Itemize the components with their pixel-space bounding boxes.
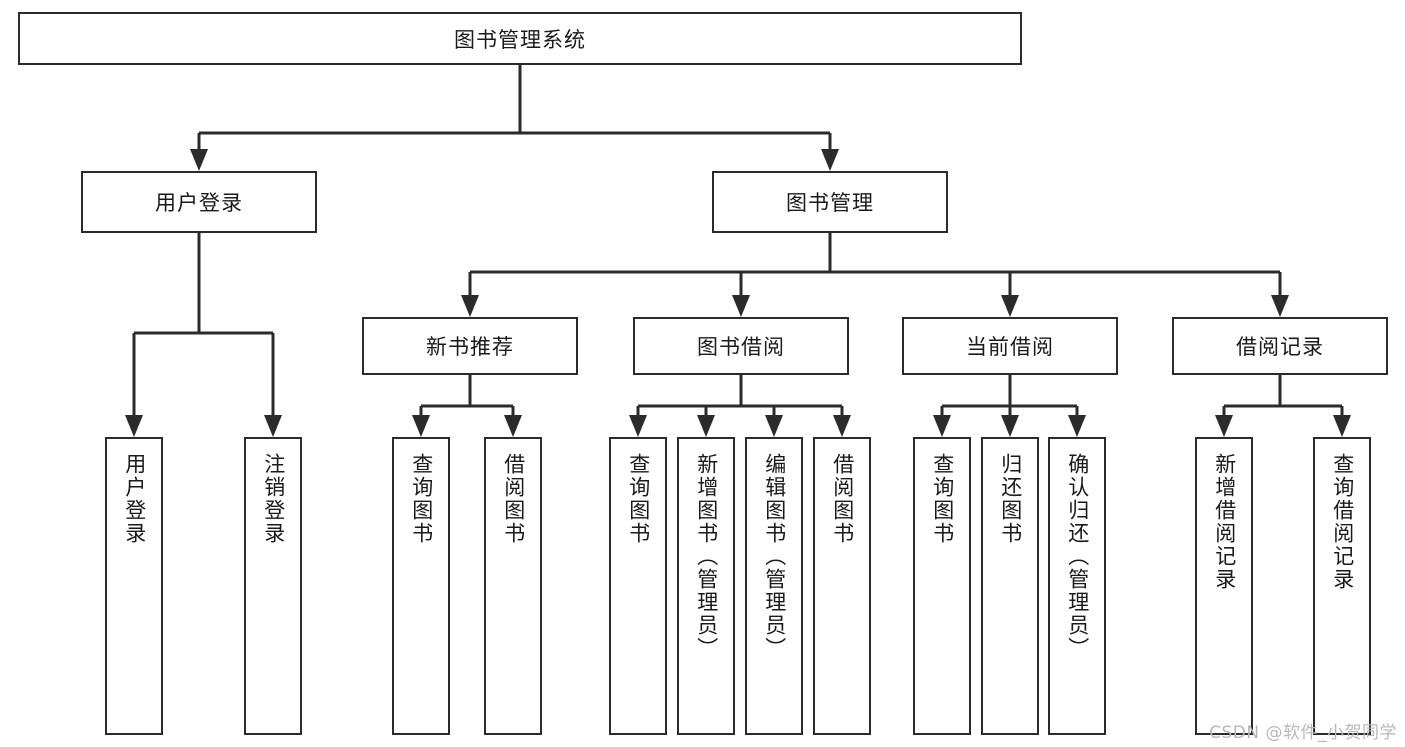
node-leaf11[interactable]: 确认归还（管理员） xyxy=(1048,437,1106,735)
node-label: 用户登录 xyxy=(155,191,243,215)
arrowhead-borrow-0 xyxy=(629,415,647,437)
node-leaf7[interactable]: 编辑图书（管理员） xyxy=(745,437,803,735)
node-current[interactable]: 当前借阅 xyxy=(902,317,1118,375)
arrowhead-records-1 xyxy=(1333,415,1351,437)
node-root[interactable]: 图书管理系统 xyxy=(18,12,1022,65)
arrowhead-current-0 xyxy=(933,415,951,437)
arrowhead-login-1 xyxy=(264,415,282,437)
node-label: 新增借阅记录 xyxy=(1212,453,1237,591)
arrowhead-bookmgmt-0 xyxy=(461,295,479,317)
node-label: 新增图书（管理员） xyxy=(694,453,719,660)
node-leaf9[interactable]: 查询图书 xyxy=(913,437,971,735)
arrowhead-newbook-0 xyxy=(412,415,430,437)
node-bookmgmt[interactable]: 图书管理 xyxy=(712,171,948,233)
node-login[interactable]: 用户登录 xyxy=(81,171,317,233)
arrowhead-current-2 xyxy=(1068,415,1086,437)
node-leaf13[interactable]: 查询借阅记录 xyxy=(1313,437,1371,735)
arrowhead-root-1 xyxy=(821,149,839,171)
node-label: 查询图书 xyxy=(626,453,651,545)
arrowhead-bookmgmt-2 xyxy=(1001,295,1019,317)
node-label: 查询图书 xyxy=(409,453,434,545)
node-records[interactable]: 借阅记录 xyxy=(1172,317,1388,375)
node-leaf4[interactable]: 借阅图书 xyxy=(484,437,542,735)
arrowhead-newbook-1 xyxy=(504,415,522,437)
node-newbook[interactable]: 新书推荐 xyxy=(362,317,578,375)
node-borrow[interactable]: 图书借阅 xyxy=(633,317,849,375)
arrowhead-borrow-3 xyxy=(833,415,851,437)
node-leaf5[interactable]: 查询图书 xyxy=(609,437,667,735)
arrowhead-bookmgmt-3 xyxy=(1271,295,1289,317)
node-label: 归还图书 xyxy=(998,453,1023,545)
node-label: 图书管理 xyxy=(786,191,874,215)
arrowhead-borrow-1 xyxy=(697,415,715,437)
node-label: 当前借阅 xyxy=(966,335,1054,359)
arrowhead-root-0 xyxy=(190,149,208,171)
arrowhead-current-1 xyxy=(1001,415,1019,437)
node-leaf8[interactable]: 借阅图书 xyxy=(813,437,871,735)
node-label: 编辑图书（管理员） xyxy=(762,453,787,660)
node-label: 查询图书 xyxy=(930,453,955,545)
watermark-text: CSDN @软件_小贺同学 xyxy=(1209,723,1397,743)
arrowhead-records-0 xyxy=(1215,415,1233,437)
node-label: 新书推荐 xyxy=(426,335,514,359)
arrowhead-login-0 xyxy=(125,415,143,437)
node-leaf1[interactable]: 用户登录 xyxy=(105,437,163,735)
node-label: 借阅图书 xyxy=(501,453,526,545)
node-label: 图书借阅 xyxy=(697,335,785,359)
node-label: 查询借阅记录 xyxy=(1330,453,1355,591)
node-leaf3[interactable]: 查询图书 xyxy=(392,437,450,735)
node-leaf6[interactable]: 新增图书（管理员） xyxy=(677,437,735,735)
arrowhead-bookmgmt-1 xyxy=(732,295,750,317)
node-leaf12[interactable]: 新增借阅记录 xyxy=(1195,437,1253,735)
node-label: 图书管理系统 xyxy=(454,27,586,52)
node-leaf2[interactable]: 注销登录 xyxy=(244,437,302,735)
arrowhead-borrow-2 xyxy=(765,415,783,437)
node-label: 确认归还（管理员） xyxy=(1065,453,1090,660)
node-label: 注销登录 xyxy=(261,453,286,545)
node-label: 借阅记录 xyxy=(1236,335,1324,359)
node-label: 借阅图书 xyxy=(830,453,855,545)
node-leaf10[interactable]: 归还图书 xyxy=(981,437,1039,735)
node-label: 用户登录 xyxy=(122,453,147,545)
